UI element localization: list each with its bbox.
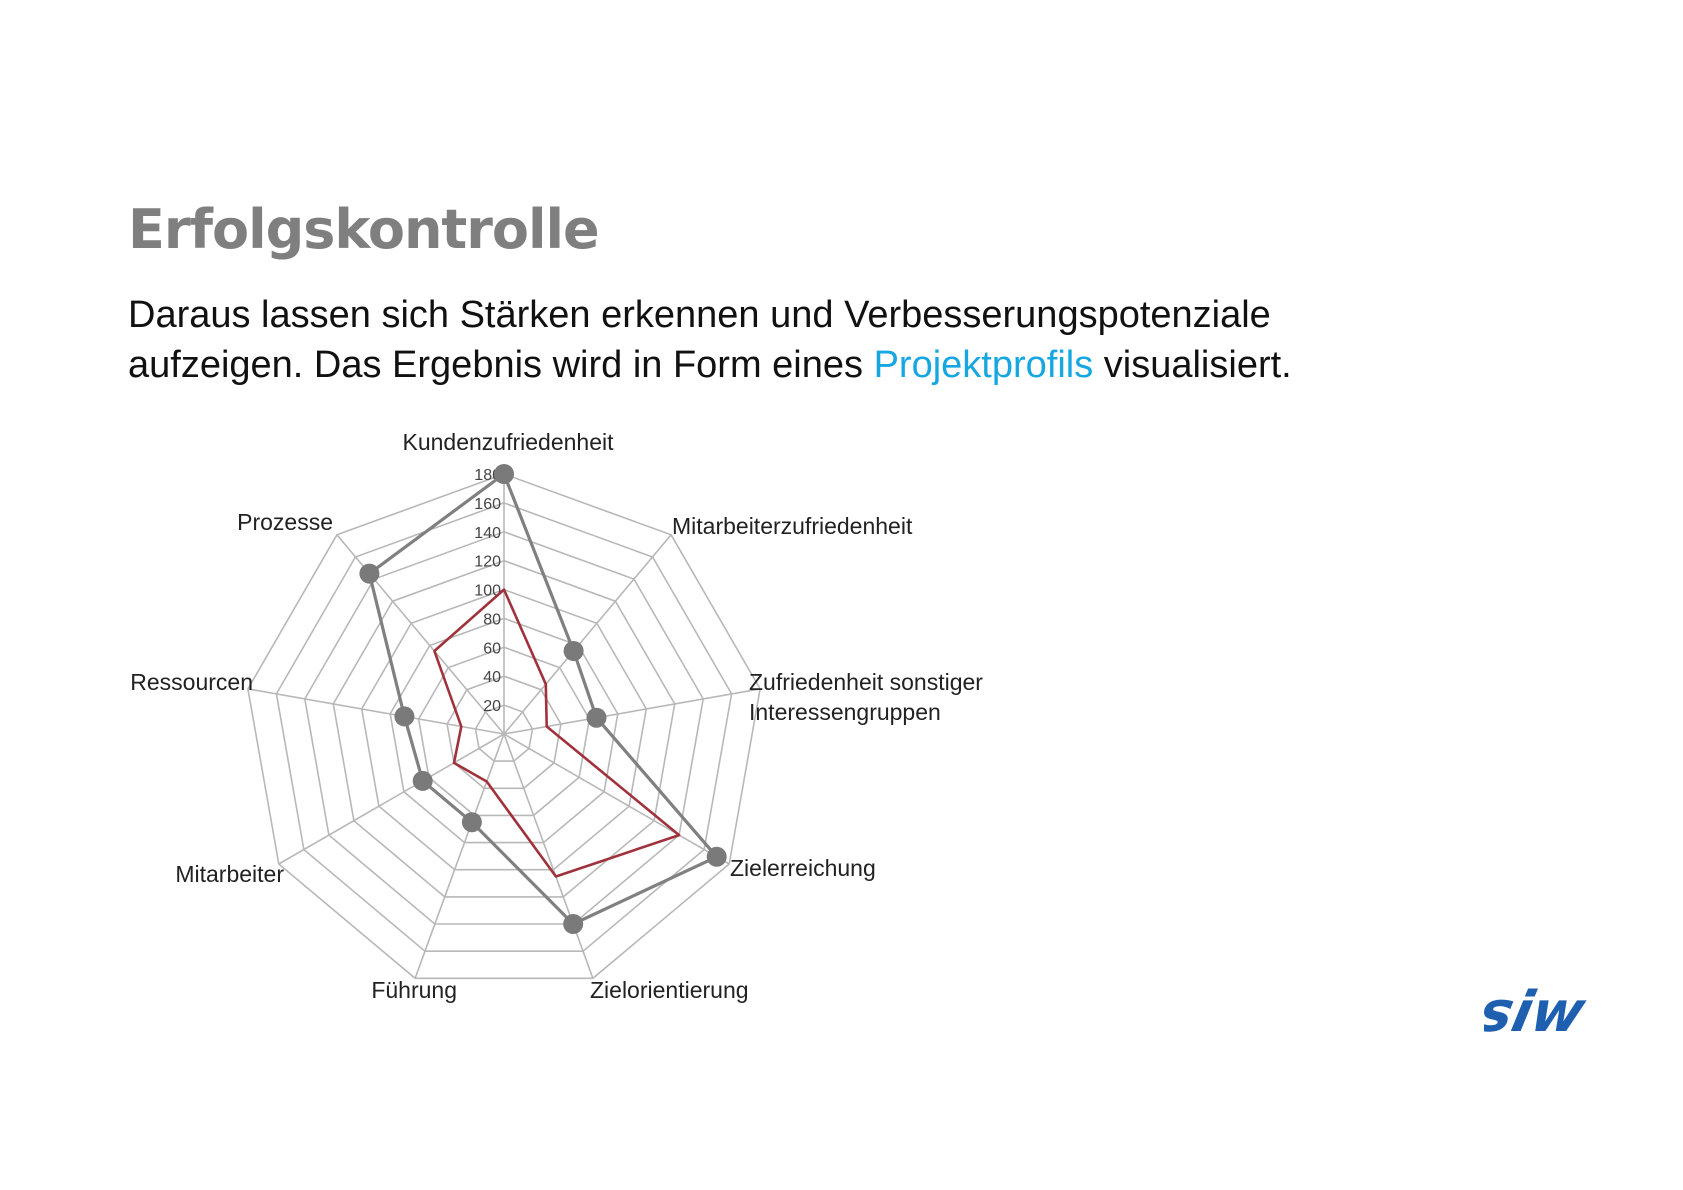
tick-label-160: 160 <box>474 496 501 513</box>
series-0-point-8 <box>359 563 380 584</box>
highlight-projektprofils: Projektprofils <box>873 344 1094 386</box>
axis-label-7: Ressourcen <box>130 669 253 695</box>
series-0-line <box>367 472 719 926</box>
tick-label-100: 100 <box>474 583 501 600</box>
series-0-point-7 <box>394 706 415 727</box>
axis-label-4: Zielorientierung <box>590 977 749 1003</box>
grid-ring-80 <box>389 617 619 844</box>
grid-ring-160 <box>275 502 733 953</box>
spoke-3 <box>503 733 730 865</box>
tick-label-20: 20 <box>483 698 501 715</box>
siw-logo: siw <box>1484 983 1592 1043</box>
tick-label-120: 120 <box>474 554 501 571</box>
axis-label-6: Mitarbeiter <box>175 861 284 887</box>
series-0-point-1 <box>563 641 584 661</box>
logo-text: siw <box>1484 983 1592 1043</box>
series-0-point-5 <box>461 812 482 833</box>
axis-label-0: Kundenzufriedenheit <box>403 429 615 455</box>
axis-label-2-line-1: Interessengruppen <box>749 699 941 725</box>
grid-ring-180 <box>247 473 761 980</box>
body-line-1: Daraus lassen sich Stärken erkennen und … <box>128 294 1271 336</box>
grid-ring-100 <box>360 588 648 871</box>
grid-ring-60 <box>417 646 591 817</box>
axis-label-5: Führung <box>371 977 457 1003</box>
tick-label-60: 60 <box>483 640 501 657</box>
series-1-line <box>433 588 681 878</box>
radar-series <box>359 464 727 934</box>
axis-label-8: Prozesse <box>237 509 333 535</box>
spoke-2 <box>503 688 761 735</box>
axis-label-1: Mitarbeiterzufriedenheit <box>672 513 913 539</box>
series-0-point-0 <box>494 464 514 484</box>
series-0-point-2 <box>586 707 607 728</box>
axis-label-3: Zielerreichung <box>730 855 876 881</box>
spoke-5 <box>414 733 505 979</box>
series-0-point-4 <box>563 914 584 934</box>
radar-grid <box>247 473 761 980</box>
slide-body-text: Daraus lassen sich Stärken erkennen und … <box>128 290 1528 390</box>
series-0-point-6 <box>412 770 433 791</box>
body-line-2-post: visualisiert. <box>1093 344 1292 386</box>
slide-title: Erfolgskontrolle <box>128 198 600 261</box>
tick-label-80: 80 <box>483 611 501 628</box>
spoke-7 <box>247 688 505 735</box>
radar-axis-labels: KundenzufriedenheitMitarbeiterzufriedenh… <box>130 429 983 1003</box>
spoke-1 <box>503 534 672 735</box>
spoke-6 <box>278 733 505 865</box>
series-0-point-3 <box>706 846 727 867</box>
spoke-4 <box>503 733 594 979</box>
grid-ring-140 <box>303 530 705 925</box>
grid-ring-40 <box>446 675 562 790</box>
axis-label-2-line-0: Zufriedenheit sonstiger <box>749 669 983 695</box>
tick-label-140: 140 <box>474 525 501 542</box>
tick-label-40: 40 <box>483 669 501 686</box>
grid-ring-20 <box>474 704 534 762</box>
grid-ring-120 <box>332 559 676 898</box>
body-line-2-pre: aufzeigen. Das Ergebnis wird in Form ein… <box>128 344 874 386</box>
